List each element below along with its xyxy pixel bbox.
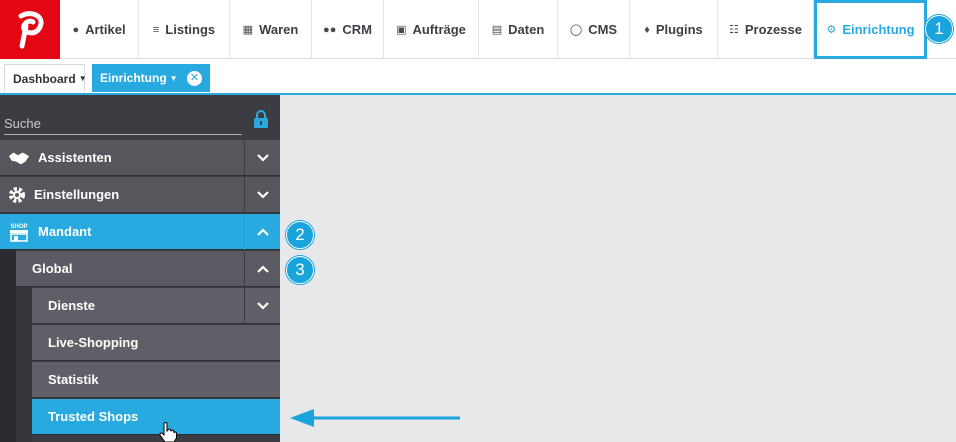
- puzzle-icon: ♦: [644, 23, 650, 36]
- chevron-down-icon[interactable]: [244, 139, 280, 176]
- nav-label: Artikel: [85, 22, 126, 37]
- nav-label: CMS: [588, 22, 618, 37]
- indent-bar: [16, 287, 32, 442]
- handshake-icon: [8, 148, 30, 168]
- flow-icon: ☷: [729, 24, 739, 36]
- nav-prozesse[interactable]: ☷ Prozesse: [718, 0, 814, 59]
- listings-icon: ≡: [152, 23, 160, 36]
- chevron-down-icon[interactable]: [244, 287, 280, 324]
- menu-item-assistenten[interactable]: Assistenten: [0, 139, 280, 176]
- nav-label: Plugins: [655, 22, 703, 37]
- menu-item-dienste[interactable]: Dienste: [32, 287, 280, 324]
- menu-label: Live-Shopping: [48, 335, 139, 350]
- cart-icon: ▣: [396, 24, 407, 36]
- hand-cursor-icon: [159, 422, 177, 442]
- nav-artikel[interactable]: ● Artikel: [60, 0, 139, 59]
- plentymarkets-logo[interactable]: [0, 0, 60, 59]
- badge-number: 2: [295, 225, 305, 244]
- users-icon: ●●: [323, 23, 337, 36]
- close-tab-icon[interactable]: ✕: [187, 71, 202, 86]
- menu-label: Mandant: [38, 224, 92, 239]
- tag-icon: ●: [72, 23, 80, 36]
- tab-dashboard[interactable]: Dashboard ▼: [4, 64, 87, 92]
- shop-icon-text: SHOP: [10, 224, 27, 230]
- menu-item-trusted-shops[interactable]: Trusted Shops: [32, 399, 280, 435]
- pointer-arrow-icon: [290, 409, 460, 427]
- callout-badge-1: 1: [925, 15, 953, 43]
- nav-label: Prozesse: [744, 22, 802, 37]
- menu-label: Einstellungen: [34, 187, 120, 202]
- caret-down-icon: ▼: [169, 73, 178, 83]
- nav-auftraege[interactable]: ▣ Aufträge: [384, 0, 479, 59]
- gear-icon: [8, 185, 26, 205]
- globe-icon: ◯: [569, 24, 583, 36]
- menu-label: Global: [32, 261, 73, 276]
- menu-label: Statistik: [48, 372, 99, 387]
- chevron-up-icon[interactable]: [244, 250, 280, 287]
- nav-einrichtung[interactable]: ⚙ Einrichtung: [814, 0, 927, 59]
- nav-waren[interactable]: ▦ Waren: [230, 0, 312, 59]
- badge-number: 3: [295, 260, 305, 279]
- nav-crm[interactable]: ●● CRM: [312, 0, 384, 59]
- nav-plugins[interactable]: ♦ Plugins: [630, 0, 718, 59]
- callout-badge-3: 3: [286, 256, 314, 284]
- nav-label: Daten: [508, 22, 545, 37]
- menu-item-global[interactable]: Global: [16, 250, 280, 287]
- nav-label: Waren: [259, 22, 299, 37]
- indent-bar: [0, 250, 16, 442]
- menu-item-live-shopping[interactable]: Live-Shopping: [32, 325, 280, 361]
- boxes-icon: ▦: [242, 24, 254, 36]
- top-navigation: ● Artikel ≡ Listings ▦ Waren ●● CRM ▣ Au…: [0, 0, 956, 59]
- nav-label: Listings: [165, 22, 216, 37]
- nav-listings[interactable]: ≡ Listings: [139, 0, 230, 59]
- logo-icon: [18, 10, 44, 48]
- gear-icon: ⚙: [826, 24, 837, 36]
- shop-icon: SHOP: [8, 222, 30, 242]
- tab-label: Einrichtung: [100, 71, 167, 85]
- menu-label: Assistenten: [38, 150, 112, 165]
- chevron-down-icon[interactable]: [244, 176, 280, 213]
- tab-label: Dashboard: [13, 71, 76, 86]
- nav-label: CRM: [342, 22, 372, 37]
- nav-label: Einrichtung: [842, 22, 915, 37]
- menu-item-statistik[interactable]: Statistik: [32, 362, 280, 398]
- tab-einrichtung[interactable]: Einrichtung ▼ ✕: [92, 64, 210, 92]
- caret-down-icon: ▼: [78, 74, 87, 83]
- menu-label: Dienste: [48, 298, 95, 313]
- callout-badge-2: 2: [286, 221, 314, 249]
- chevron-up-icon[interactable]: [244, 213, 280, 250]
- search-input[interactable]: [4, 113, 242, 135]
- menu-item-einstellungen[interactable]: Einstellungen: [0, 176, 280, 213]
- nav-label: Aufträge: [412, 22, 466, 37]
- menu-item-mandant[interactable]: SHOP Mandant: [0, 213, 280, 250]
- menu-label: Trusted Shops: [48, 409, 139, 424]
- tab-bar: Dashboard ▼ Einrichtung ▼ ✕: [0, 59, 956, 95]
- nav-daten[interactable]: ▤ Daten: [479, 0, 558, 59]
- nav-cms[interactable]: ◯ CMS: [558, 0, 630, 59]
- search-row: [0, 95, 280, 140]
- lock-icon[interactable]: [253, 110, 269, 128]
- badge-number: 1: [934, 19, 944, 38]
- database-icon: ▤: [491, 24, 503, 36]
